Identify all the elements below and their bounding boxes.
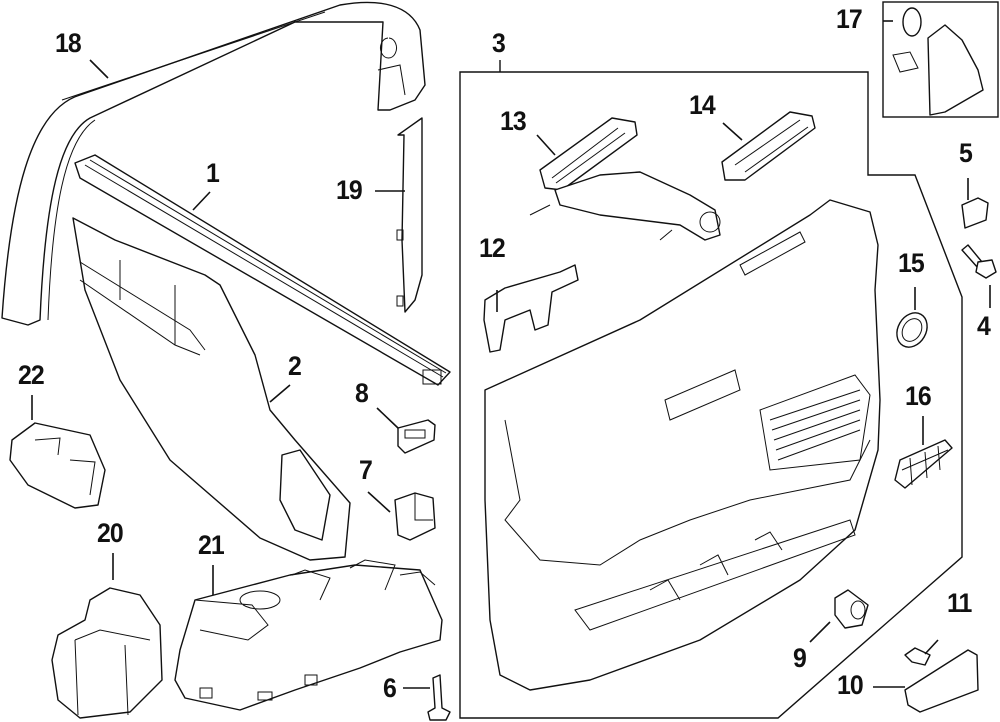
- part-12-bracket[interactable]: [483, 264, 579, 353]
- part-21-master-switch[interactable]: [174, 559, 443, 711]
- callout-14: 14: [689, 90, 716, 120]
- callout-4: 4: [977, 311, 991, 341]
- part-10-handle-cover[interactable]: [904, 649, 979, 713]
- part-13-air-duct[interactable]: [529, 117, 721, 241]
- callout-20: 20: [97, 518, 124, 548]
- callout-8: 8: [355, 378, 369, 408]
- part-3-door-trim-panel[interactable]: [484, 199, 881, 691]
- part-17-clip-kit[interactable]: [892, 7, 984, 116]
- callout-10: 10: [837, 670, 864, 700]
- callout-6: 6: [383, 673, 397, 703]
- part-11-clip[interactable]: [904, 647, 931, 666]
- callout-12: 12: [479, 233, 506, 263]
- kit-box-17: [882, 1, 999, 118]
- part-18-window-frame-moulding[interactable]: [1, 1, 426, 326]
- callout-18: 18: [55, 28, 82, 58]
- callout-3: 3: [492, 28, 506, 58]
- callout-7: 7: [359, 455, 373, 485]
- assembly-bracket-3: [459, 60, 963, 719]
- callout-21: 21: [198, 530, 225, 560]
- callout-17: 17: [836, 4, 863, 34]
- part-6-push-pin[interactable]: [427, 674, 451, 721]
- callout-13: 13: [500, 106, 527, 136]
- part-19-seal[interactable]: [396, 117, 423, 313]
- part-14-switch-bezel[interactable]: [721, 111, 816, 181]
- part-7-retainer[interactable]: [394, 492, 436, 541]
- part-22-mirror-switch[interactable]: [9, 422, 106, 509]
- part-4-screw[interactable]: [961, 244, 997, 279]
- part-20-window-switch[interactable]: [51, 587, 163, 719]
- leader-lines: [31, 20, 991, 689]
- callout-5: 5: [959, 138, 973, 168]
- callout-19: 19: [336, 175, 363, 205]
- callout-11: 11: [947, 588, 972, 618]
- callout-2: 2: [288, 351, 302, 381]
- callout-9: 9: [793, 643, 807, 673]
- part-5-clip[interactable]: [961, 197, 989, 229]
- callout-22: 22: [18, 360, 45, 390]
- part-16-clip-set[interactable]: [894, 439, 953, 489]
- part-9-push-retainer[interactable]: [834, 589, 869, 629]
- part-15-speaker-ring[interactable]: [891, 307, 933, 352]
- part-8-clip[interactable]: [397, 419, 436, 454]
- part-2-door-trim-insulator[interactable]: [72, 217, 351, 561]
- callout-15: 15: [898, 248, 925, 278]
- part-1-belt-weatherstrip[interactable]: [74, 154, 451, 386]
- callout-1: 1: [206, 158, 220, 188]
- callout-16: 16: [905, 381, 932, 411]
